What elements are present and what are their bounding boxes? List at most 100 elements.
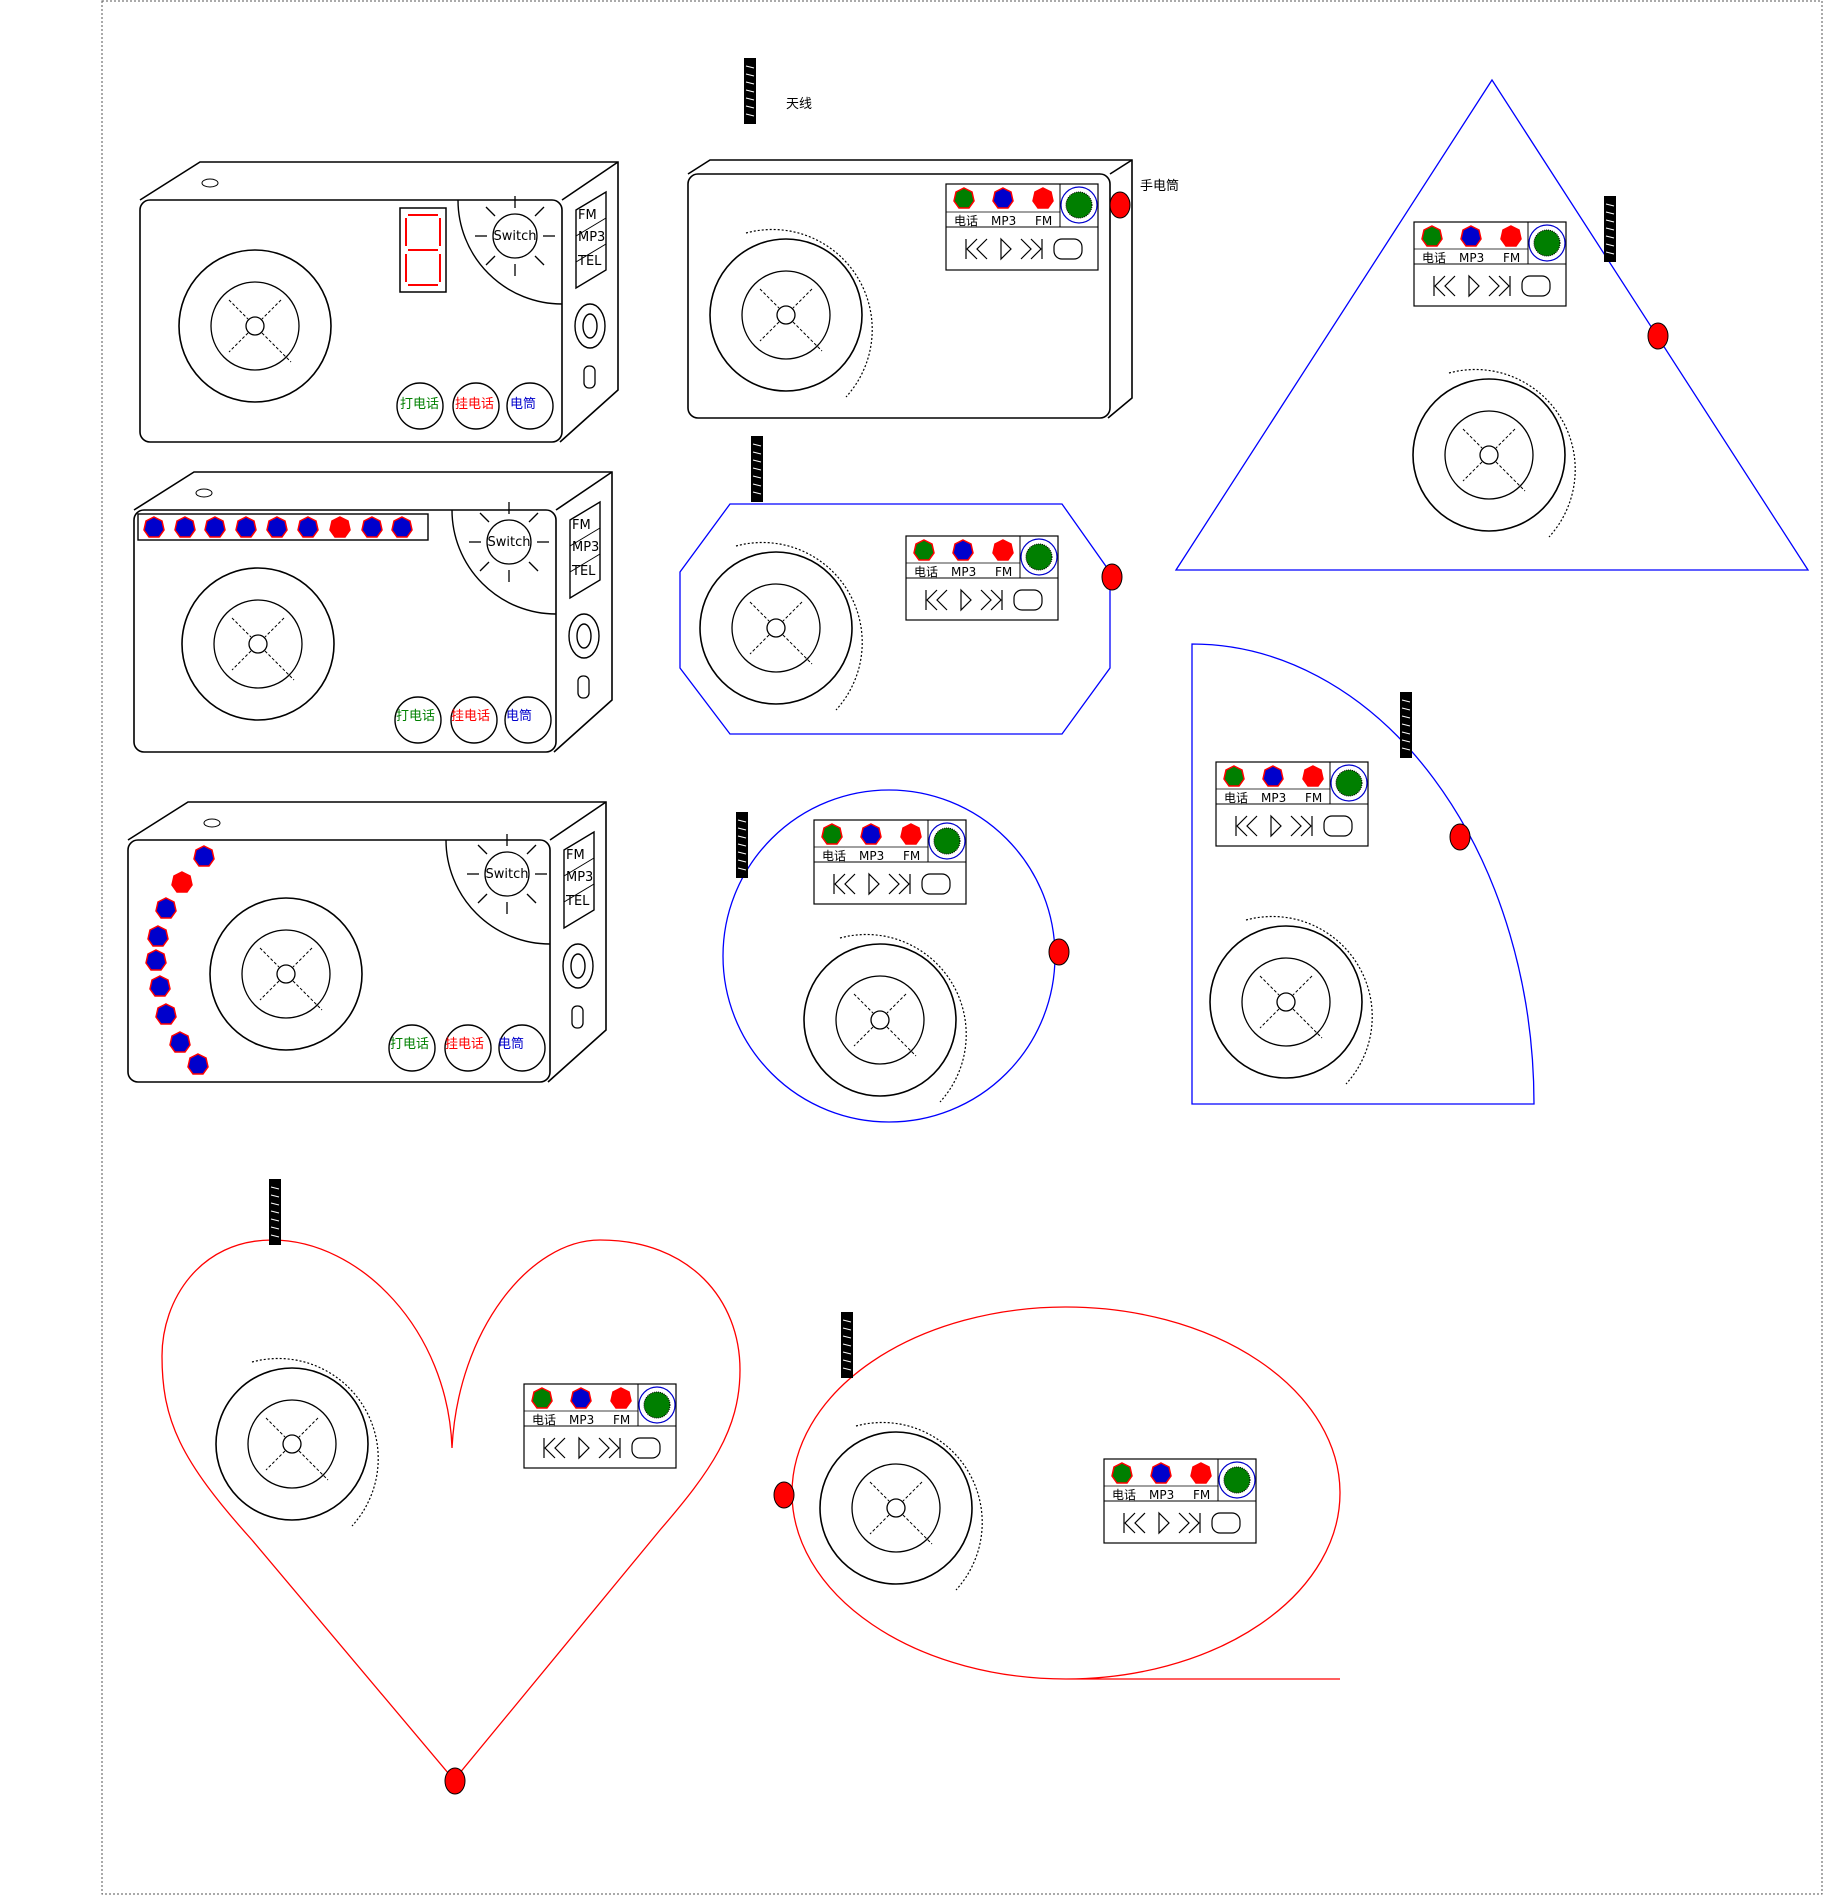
switch-knob[interactable]: Switch [474,195,556,277]
svg-text:MP3: MP3 [569,1413,594,1427]
hangup-button-label[interactable]: 挂电话 [455,397,494,412]
torch-button-label[interactable]: 电筒 [498,1036,524,1052]
next-icon[interactable] [888,873,911,895]
svg-text:FM: FM [578,208,597,223]
svg-text:FM: FM [1193,1488,1210,1502]
mode-selector[interactable]: FM MP3 TEL [569,500,601,600]
svg-text:电话: 电话 [1422,251,1446,265]
svg-text:电话: 电话 [914,565,938,579]
stop-icon[interactable] [1211,1512,1241,1534]
box-radio-led-arc: Switch FM MP3 TEL 打电话 挂电话 电筒 [127,801,607,1083]
svg-text:电话: 电话 [822,849,846,863]
page-border [101,0,1823,1895]
play-icon[interactable] [868,872,880,896]
play-icon[interactable] [1158,1511,1170,1535]
stop-icon[interactable] [1323,815,1353,837]
svg-text:电话: 电话 [532,1413,556,1427]
play-icon[interactable] [1000,237,1012,261]
svg-text:MP3: MP3 [572,540,599,555]
antenna-icon [1603,195,1617,263]
next-icon[interactable] [1020,238,1043,260]
stop-icon[interactable] [1053,238,1083,260]
call-button-label[interactable]: 打电话 [396,709,435,724]
hangup-button-label[interactable]: 挂电话 [445,1037,484,1052]
stop-icon[interactable] [631,1437,661,1459]
switch-knob[interactable]: Switch [468,501,550,583]
prev-icon[interactable] [1433,275,1456,297]
svg-text:FM: FM [995,565,1012,579]
play-icon[interactable] [1468,274,1480,298]
antenna-icon [1399,691,1413,759]
antenna-icon [743,57,757,125]
svg-text:FM: FM [613,1413,630,1427]
prev-icon[interactable] [1123,1512,1146,1534]
svg-text:TEL: TEL [571,564,596,579]
circle-radio: 电话 MP3 FM [722,789,1070,1123]
triangle-radio: 电话 MP3 FM [1174,78,1810,571]
call-button-label[interactable]: 打电话 [390,1037,429,1052]
flashlight-label: 手电筒 [1140,178,1179,194]
ellipse-radio: 电话 MP3 FM [773,1306,1341,1680]
quarter-circle-radio: 电话 MP3 FM [1191,643,1535,1105]
heart-radio: 电话 MP3 FM [161,1178,741,1795]
antenna-icon [840,1311,854,1379]
led-strip [137,513,429,541]
stop-icon[interactable] [1013,589,1043,611]
stop-icon[interactable] [1521,275,1551,297]
stop-icon[interactable] [921,873,951,895]
play-icon[interactable] [1270,814,1282,838]
play-icon[interactable] [578,1436,590,1460]
svg-text:MP3: MP3 [1149,1488,1174,1502]
svg-text:TEL: TEL [577,254,602,269]
flashlight-icon [1647,322,1669,350]
svg-text:电话: 电话 [954,214,978,228]
switch-knob[interactable]: Switch [466,833,548,915]
mode-selector[interactable]: FM MP3 TEL [563,830,595,930]
prev-icon[interactable] [1235,815,1258,837]
seven-segment-display [399,207,447,293]
hangup-button-label[interactable]: 挂电话 [451,709,490,724]
antenna-label: 天线 [786,97,812,112]
svg-text:FM: FM [1503,251,1520,265]
next-icon[interactable] [1488,275,1511,297]
prev-icon[interactable] [925,589,948,611]
svg-text:MP3: MP3 [951,565,976,579]
next-icon[interactable] [598,1437,621,1459]
prev-icon[interactable] [543,1437,566,1459]
box-radio-seven-segment: Switch FM MP3 TEL 打电话 挂电话 电筒 [139,161,619,443]
call-button-label[interactable]: 打电话 [400,397,439,412]
box-radio-led-row: Switch FM MP3 TEL 打电话 挂电话 电筒 [133,471,613,753]
mode-selector[interactable]: FM MP3 TEL [575,190,607,290]
svg-text:MP3: MP3 [1261,791,1286,805]
svg-text:MP3: MP3 [578,230,605,245]
svg-text:FM: FM [1305,791,1322,805]
play-icon[interactable] [960,588,972,612]
svg-text:FM: FM [903,849,920,863]
svg-text:FM: FM [572,518,591,533]
flashlight-icon [1101,563,1123,591]
flashlight-icon [1449,823,1471,851]
next-icon[interactable] [980,589,1003,611]
svg-text:电话: 电话 [1112,1488,1136,1502]
antenna-icon [735,811,749,879]
torch-button-label[interactable]: 电筒 [506,708,532,724]
flashlight-icon [1048,938,1070,966]
antenna-icon [750,435,764,503]
svg-text:Switch: Switch [488,535,531,550]
prev-icon[interactable] [833,873,856,895]
next-icon[interactable] [1290,815,1313,837]
svg-text:FM: FM [566,848,585,863]
svg-text:电话: 电话 [1224,791,1248,805]
flashlight-icon [444,1767,466,1795]
torch-button-label[interactable]: 电筒 [510,396,536,412]
prev-icon[interactable] [965,238,988,260]
rect-radio-antenna: 天线 手电筒 电话 MP3 FM [687,57,1179,419]
svg-text:MP3: MP3 [991,214,1016,228]
next-icon[interactable] [1178,1512,1201,1534]
svg-text:Switch: Switch [486,867,529,882]
svg-text:MP3: MP3 [859,849,884,863]
flashlight-icon [1109,191,1131,219]
antenna-icon [268,1178,282,1246]
svg-text:MP3: MP3 [1459,251,1484,265]
